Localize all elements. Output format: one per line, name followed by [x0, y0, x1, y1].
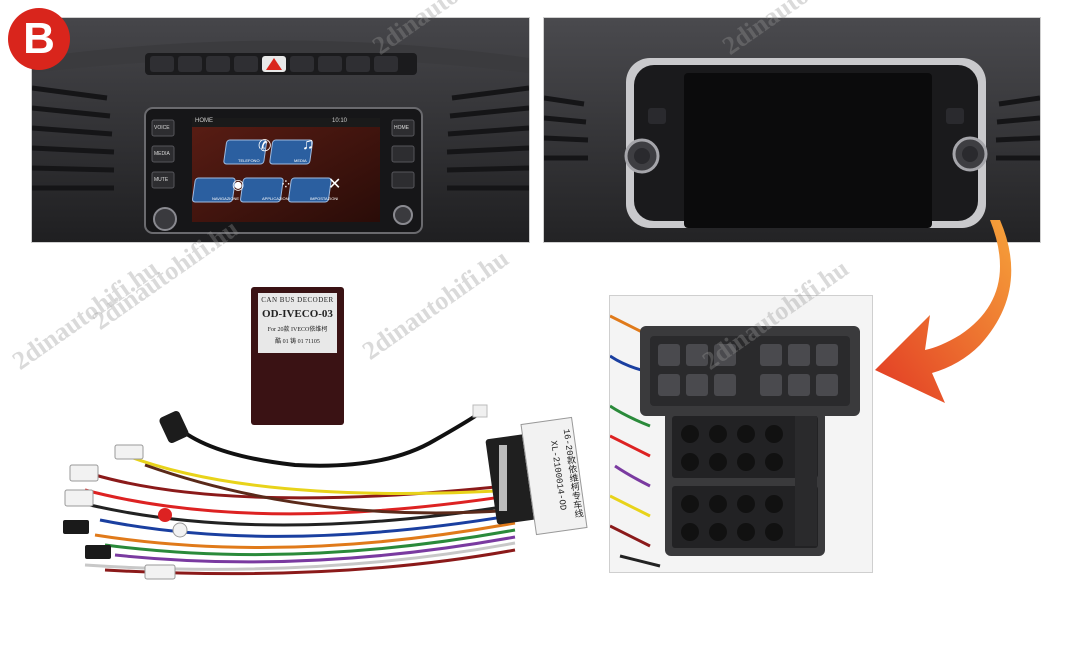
decoder-title: CAN BUS DECODER [261, 296, 334, 304]
watermark: 2dinautohifi.hu [6, 253, 164, 376]
watermark: 2dinautohifi.hu [356, 243, 514, 366]
screen-label-applicazioni: APPLICAZIONI [262, 196, 290, 201]
decoder-sticker: CAN BUS DECODER OD-IVECO-03 For 20款 IVEC… [258, 293, 337, 353]
decoder-model: OD-IVECO-03 [262, 308, 333, 320]
new-screen-dashboard-drawing [544, 18, 1040, 242]
screen-icon-navigation: ◉ [232, 176, 245, 192]
decoder-vehicle: For 20款 IVECO依维柯 [267, 327, 328, 333]
screen-label-telefono: TELEFONO [238, 158, 260, 163]
new-screen-dashboard-photo [543, 17, 1041, 243]
radio-button-home: HOME [394, 125, 409, 131]
screen-label-impostazioni: IMPOSTAZIONI [310, 196, 339, 201]
iso-connector-drawing [610, 314, 860, 568]
screen-icon-phone: ✆ [258, 138, 272, 155]
iso-connector-photo [609, 295, 873, 573]
radio-button-media: MEDIA [154, 151, 170, 157]
oem-dashboard-drawing [32, 18, 529, 242]
decoder-codes: 酷 01 铸 01 71105 [275, 339, 320, 345]
canbus-decoder-box: CAN BUS DECODER OD-IVECO-03 For 20款 IVEC… [251, 287, 344, 425]
oem-dashboard-photo: HOME 10:10 ✆ ♫ TELEFONO MEDIA ◉ ⁘ ✕ NAVI… [31, 17, 530, 243]
screen-header-home: HOME [195, 118, 213, 124]
screen-label-media: MEDIA [294, 158, 307, 163]
radio-button-voice: VOICE [154, 125, 170, 131]
curved-arrow-icon [875, 220, 1012, 403]
screen-icon-tools: ✕ [328, 176, 342, 193]
screen-icon-music: ♫ [302, 136, 314, 153]
section-badge: B [8, 8, 70, 70]
screen-icon-apps: ⁘ [280, 176, 292, 192]
screen-label-navigazione: NAVIGAZIONE [212, 196, 240, 201]
screen-header-time: 10:10 [332, 118, 348, 124]
radio-button-mute: MUTE [154, 177, 169, 183]
